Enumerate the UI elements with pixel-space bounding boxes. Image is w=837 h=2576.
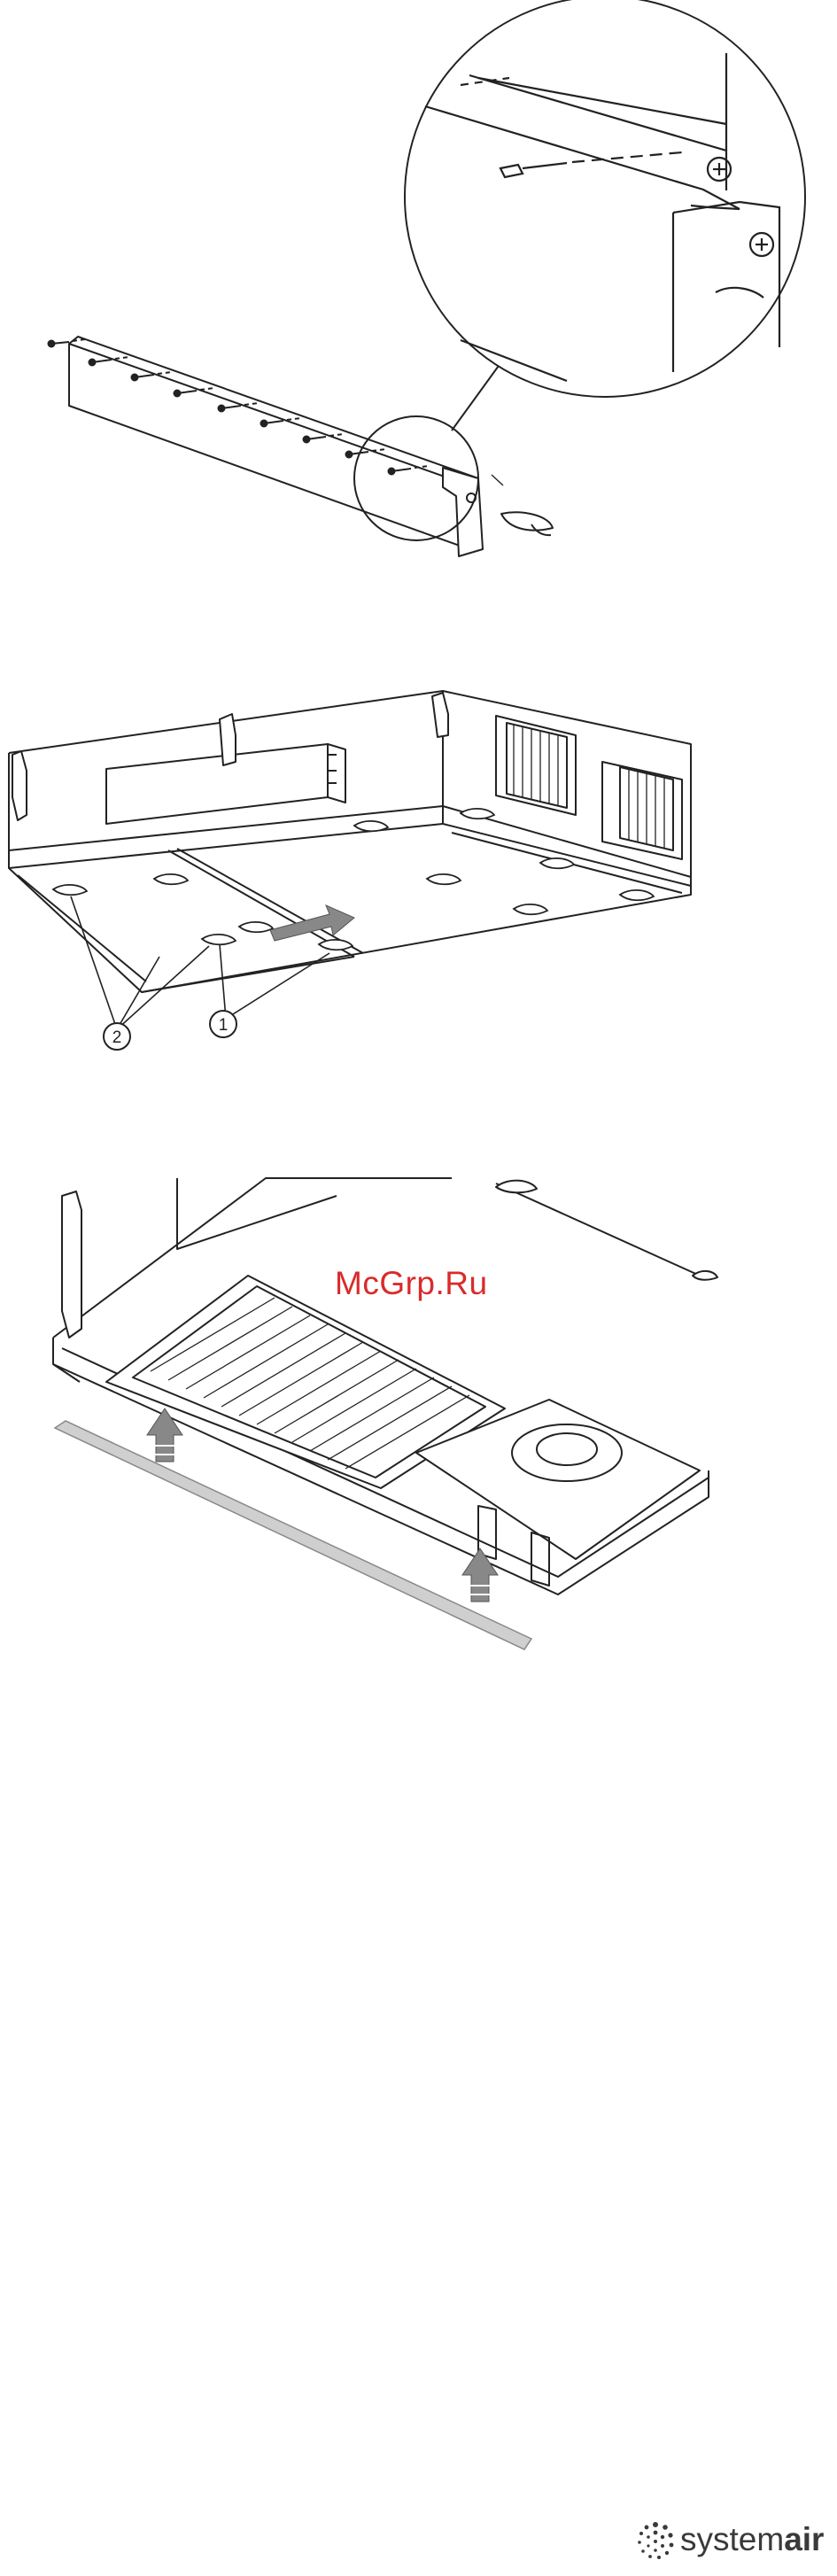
- callout-2: 2: [112, 1028, 122, 1047]
- systemair-logo: systemair: [634, 2518, 829, 2564]
- brand-suffix: air: [784, 2521, 824, 2557]
- brand-prefix: system: [680, 2521, 784, 2557]
- figure-unit-underside: 2 1: [0, 656, 837, 1063]
- callout-1: 1: [219, 1016, 229, 1035]
- figure-panel-screws: [35, 0, 815, 585]
- logo-dots-icon: [634, 2519, 677, 2562]
- brand-name: systemair: [680, 2521, 824, 2558]
- watermark: McGrp.Ru: [335, 1265, 488, 1302]
- figure-filter-insertion: [0, 1160, 837, 1657]
